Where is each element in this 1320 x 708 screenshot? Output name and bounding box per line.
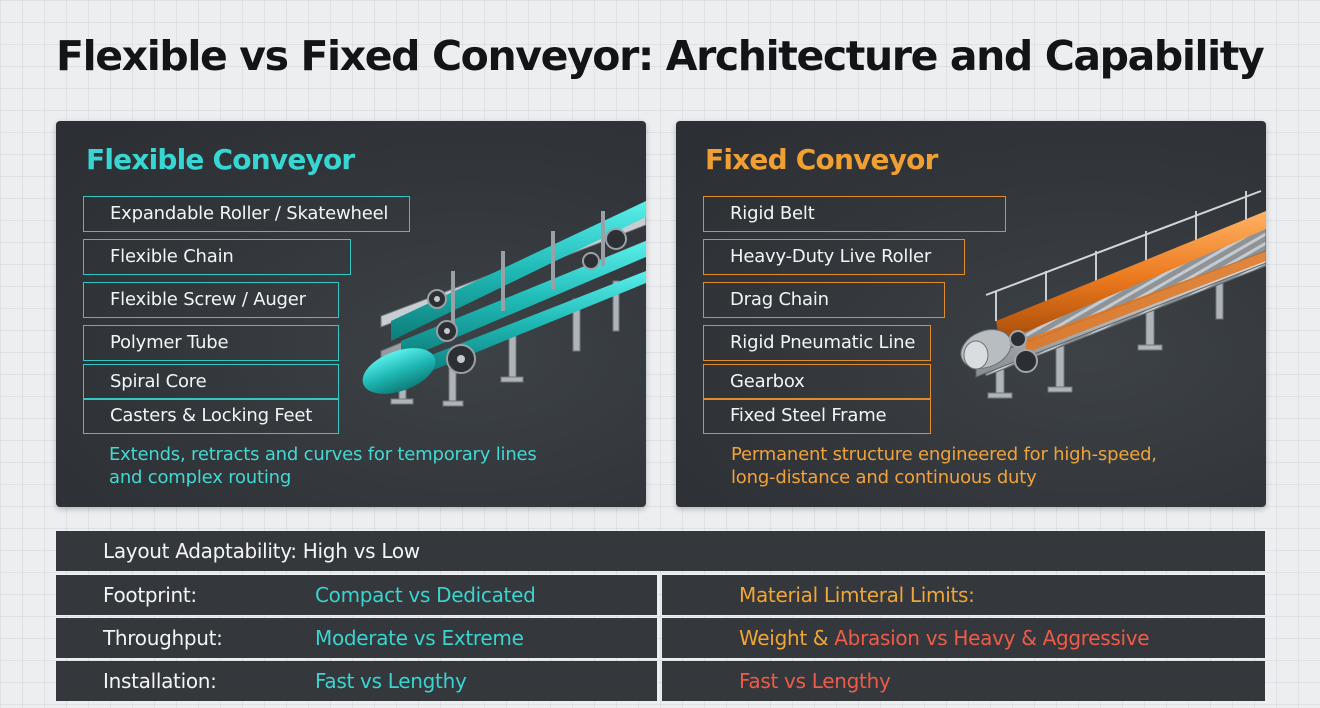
flexible-item-polymer-tube: Polymer Tube xyxy=(83,325,339,361)
page-title: Flexible vs Fixed Conveyor: Architecture… xyxy=(56,32,1265,80)
flexible-conveyor-panel: Flexible Conveyor Expandable Roller / Sk… xyxy=(56,121,646,507)
material-limits-label: Material Limteral Limits: xyxy=(739,583,975,607)
footprint-row: Footprint: Compact vs Dedicated xyxy=(56,575,657,615)
flexible-item-spiral-core: Spiral Core xyxy=(83,364,339,400)
material-limits-row: Material Limteral Limits: xyxy=(662,575,1265,615)
footprint-label: Footprint: xyxy=(103,583,197,607)
fixed-conveyor-panel: Fixed Conveyor Rigid Belt Heavy-Duty Liv… xyxy=(676,121,1266,507)
fixed-item-heavy-duty-live-roller: Heavy-Duty Live Roller xyxy=(703,239,965,275)
flexible-item-casters: Casters & Locking Feet xyxy=(83,398,339,434)
fixed-panel-title: Fixed Conveyor xyxy=(705,143,938,176)
installation-label: Installation: xyxy=(103,669,217,693)
fixed-conveyor-illustration xyxy=(960,190,1266,399)
footprint-value: Compact vs Dedicated xyxy=(315,583,536,607)
installation-value: Fast vs Lengthy xyxy=(315,669,467,693)
fixed-item-rigid-belt: Rigid Belt xyxy=(703,196,1006,232)
installation-right-row: Fast vs Lengthy xyxy=(662,661,1265,701)
installation-row: Installation: Fast vs Lengthy xyxy=(56,661,657,701)
flexible-conveyor-illustration xyxy=(362,201,646,407)
fixed-item-fixed-steel-frame: Fixed Steel Frame xyxy=(703,398,931,434)
fixed-item-gearbox: Gearbox xyxy=(703,364,931,400)
throughput-value: Moderate vs Extreme xyxy=(315,626,524,650)
flexible-panel-title: Flexible Conveyor xyxy=(86,143,355,176)
flexible-item-expandable-roller: Expandable Roller / Skatewheel xyxy=(83,196,410,232)
flexible-item-flexible-screw: Flexible Screw / Auger xyxy=(83,282,339,318)
fixed-item-rigid-pneumatic-line: Rigid Pneumatic Line xyxy=(703,325,931,361)
layout-adaptability-row: Layout Adaptability: High vs Low xyxy=(56,531,1265,571)
throughput-row: Throughput: Moderate vs Extreme xyxy=(56,618,657,658)
weight-abrasion-row: Weight & Abrasion vs Heavy & Aggressive xyxy=(662,618,1265,658)
layout-adaptability-text: Layout Adaptability: High vs Low xyxy=(103,539,420,563)
weight-abrasion-text: Weight & Abrasion vs Heavy & Aggressive xyxy=(739,626,1150,650)
flexible-description: Extends, retracts and curves for tempora… xyxy=(109,444,537,488)
throughput-label: Throughput: xyxy=(103,626,223,650)
fixed-item-drag-chain: Drag Chain xyxy=(703,282,945,318)
installation-right-value: Fast vs Lengthy xyxy=(739,669,891,693)
flexible-item-flexible-chain: Flexible Chain xyxy=(83,239,351,275)
fixed-description: Permanent structure engineered for high-… xyxy=(731,444,1157,488)
